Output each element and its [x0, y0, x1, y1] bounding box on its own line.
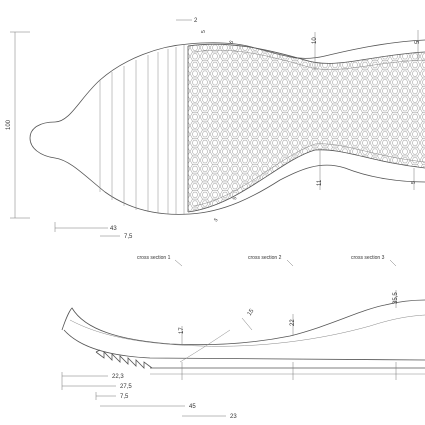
sole-outline-bottom — [29, 137, 425, 215]
side-view: 17 15 22 35,5 22,3 27,5 7,5 45 23 — [61, 290, 425, 420]
side-sole-line — [63, 329, 425, 361]
sole-outline-top — [29, 39, 425, 139]
dim-2-top: 2 — [194, 18, 198, 24]
dim-15: 15 — [247, 308, 256, 317]
dim-43: 43 — [110, 226, 117, 232]
dim-5-left-b: 5 — [229, 39, 236, 45]
dim-27-5: 27,5 — [120, 384, 132, 390]
dim-overall-height: 100 — [6, 119, 12, 130]
dim-5-left-a: 5 — [201, 30, 207, 33]
dim-7-5-top: 7,5 — [124, 234, 133, 240]
dim-7-5-bottom: 7,5 — [120, 394, 129, 400]
cross-section-labels: cross section 1 cross section 2 cross se… — [137, 255, 397, 267]
dim-11: 11 — [317, 179, 323, 186]
dim-35-5: 35,5 — [393, 292, 399, 304]
dim-5-mid-left-b: 5 — [232, 196, 238, 200]
top-view: 100 43 7,5 2 5 5 10 5 5 5 11 5 — [6, 18, 425, 240]
dim-17: 17 — [179, 327, 185, 334]
dim-22-3: 22,3 — [112, 374, 124, 380]
dim-5-mid-right: 5 — [411, 181, 417, 184]
side-top-profile — [61, 299, 425, 346]
dim-5-right-top: 5 — [415, 40, 421, 44]
tread-teeth — [95, 349, 153, 369]
grid-boundary — [187, 43, 425, 213]
dim-5-mid-left-a: 5 — [213, 217, 219, 223]
heel-ribs — [99, 45, 185, 214]
dim-45: 45 — [189, 404, 196, 410]
cross-section-2-label: cross section 2 — [248, 255, 282, 261]
cross-section-1-label: cross section 1 — [137, 255, 171, 261]
dim-10: 10 — [312, 37, 318, 44]
dim-22: 22 — [290, 319, 296, 326]
dim-23: 23 — [230, 414, 237, 420]
cross-section-3-label: cross section 3 — [351, 255, 385, 261]
